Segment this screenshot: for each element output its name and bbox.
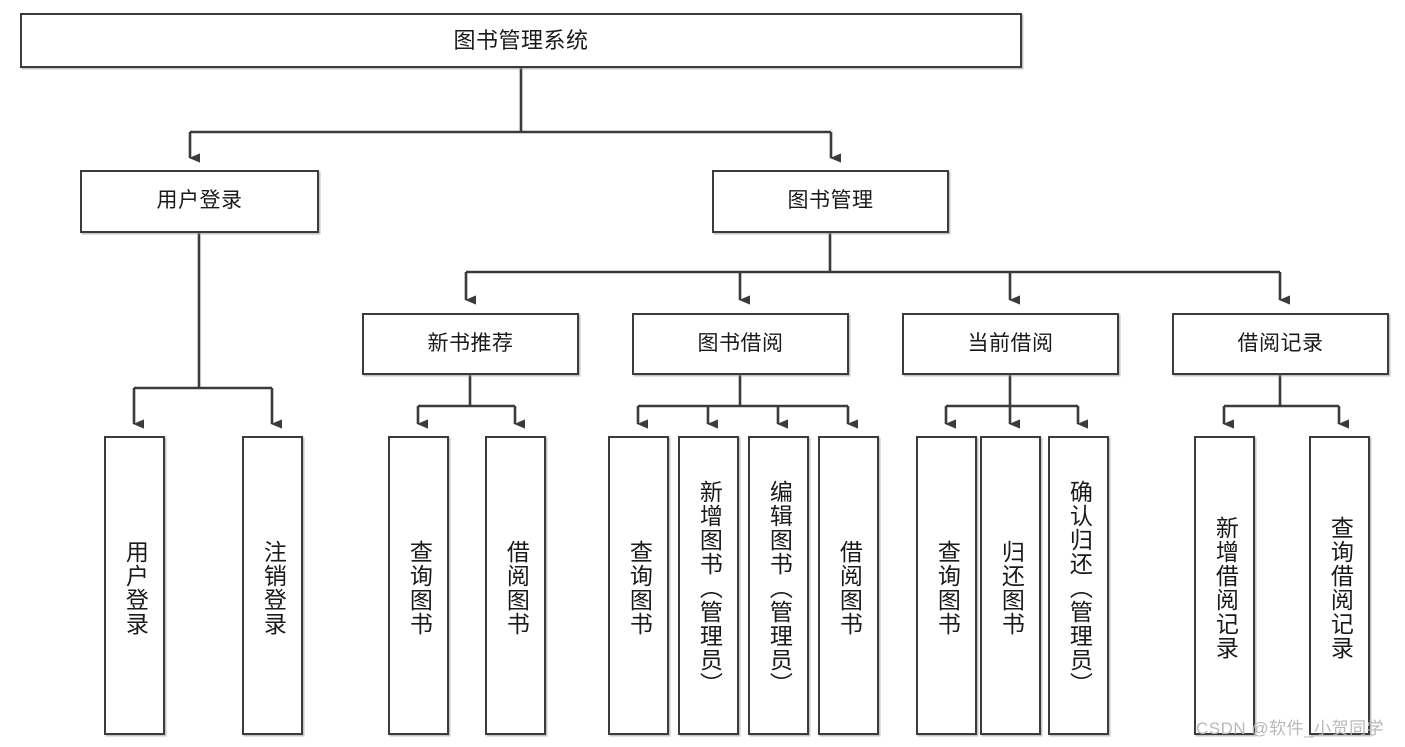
leaf-current-return-book-label: 归还图书: [998, 539, 1025, 636]
node-book-borrow-label: 图书借阅: [697, 331, 784, 355]
leaf-record-add-label: 新增借阅记录: [1212, 515, 1239, 660]
node-new-book-recommend-label: 新书推荐: [427, 331, 514, 355]
leaf-record-query-label: 查询借阅记录: [1327, 515, 1354, 660]
leaf-borrow-edit-book[interactable]: 编辑图书（管理员）: [748, 436, 809, 735]
node-book-borrow[interactable]: 图书借阅: [632, 313, 849, 375]
leaf-borrow-query-book[interactable]: 查询图书: [608, 436, 669, 735]
leaf-recommend-query-book[interactable]: 查询图书: [388, 436, 449, 735]
leaf-borrow-borrow-book[interactable]: 借阅图书: [818, 436, 879, 735]
leaf-borrow-edit-book-label: 编辑图书（管理员）: [766, 479, 793, 696]
node-root[interactable]: 图书管理系统: [20, 13, 1022, 68]
node-new-book-recommend[interactable]: 新书推荐: [362, 313, 579, 375]
node-book-management[interactable]: 图书管理: [712, 170, 949, 233]
leaf-current-query-book[interactable]: 查询图书: [916, 436, 977, 735]
leaf-recommend-borrow-book-label: 借阅图书: [503, 539, 530, 636]
leaf-user-login-signout-label: 注销登录: [260, 539, 287, 636]
leaf-current-return-book[interactable]: 归还图书: [980, 436, 1041, 735]
node-borrow-record[interactable]: 借阅记录: [1172, 313, 1389, 375]
leaf-current-confirm-return-label: 确认归还（管理员）: [1066, 479, 1093, 696]
node-book-management-label: 图书管理: [787, 189, 874, 213]
leaf-borrow-query-book-label: 查询图书: [626, 539, 653, 636]
leaf-recommend-borrow-book[interactable]: 借阅图书: [485, 436, 546, 735]
node-root-label: 图书管理系统: [453, 27, 589, 53]
leaf-record-add[interactable]: 新增借阅记录: [1194, 436, 1255, 735]
leaf-recommend-query-book-label: 查询图书: [406, 539, 433, 636]
leaf-current-confirm-return[interactable]: 确认归还（管理员）: [1048, 436, 1109, 735]
leaf-borrow-add-book[interactable]: 新增图书（管理员）: [678, 436, 739, 735]
leaf-user-login-signin[interactable]: 用户登录: [104, 436, 165, 735]
leaf-current-query-book-label: 查询图书: [934, 539, 961, 636]
csdn-watermark: CSDN @软件_小贺同学: [1196, 719, 1385, 738]
leaf-borrow-add-book-label: 新增图书（管理员）: [696, 479, 723, 696]
node-current-borrow-label: 当前借阅: [967, 331, 1054, 355]
node-current-borrow[interactable]: 当前借阅: [902, 313, 1119, 375]
node-user-login[interactable]: 用户登录: [80, 170, 319, 233]
node-borrow-record-label: 借阅记录: [1237, 331, 1324, 355]
leaf-record-query[interactable]: 查询借阅记录: [1309, 436, 1370, 735]
leaf-user-login-signin-label: 用户登录: [122, 539, 149, 636]
node-user-login-label: 用户登录: [156, 189, 243, 213]
leaf-user-login-signout[interactable]: 注销登录: [242, 436, 303, 735]
leaf-borrow-borrow-book-label: 借阅图书: [836, 539, 863, 636]
